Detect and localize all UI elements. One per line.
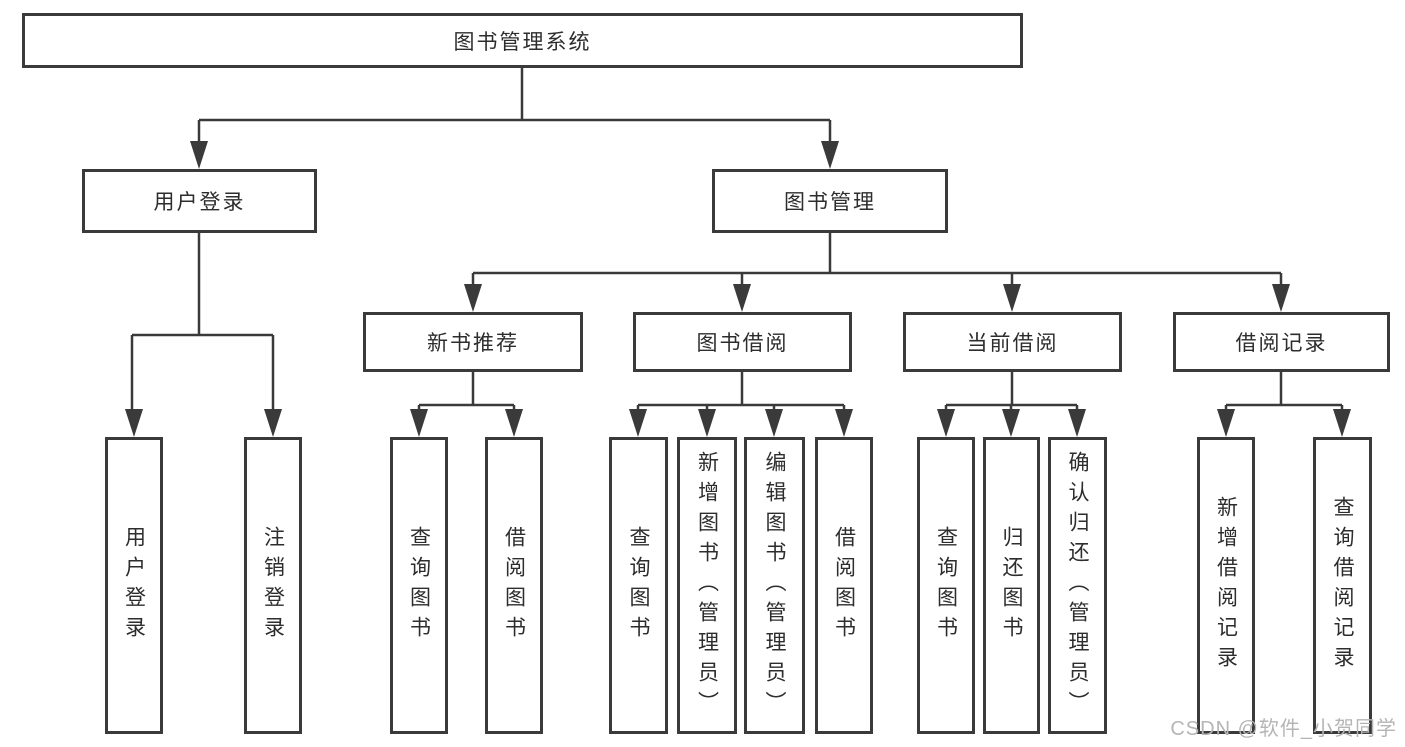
arrowhead <box>125 409 143 437</box>
arrowhead <box>1068 409 1086 437</box>
arrowhead <box>629 409 647 437</box>
leaf-query-books-current-label: 查询图书 <box>934 525 958 646</box>
arrowheads <box>125 141 1351 437</box>
leaf-logout-label: 注销登录 <box>261 525 285 646</box>
leaf-user-login-label: 用户登录 <box>122 525 146 646</box>
leaf-query-books-borrow-label: 查询图书 <box>627 525 650 646</box>
node-current-borrow-label: 当前借阅 <box>966 332 1059 355</box>
arrowhead <box>464 284 482 312</box>
node-root: 图书管理系统 <box>22 13 1023 68</box>
leaf-borrow-books-recommend-label: 借阅图书 <box>502 525 526 646</box>
leaf-add-borrow-record-label: 新增借阅记录 <box>1214 495 1238 676</box>
connector-newbookrec-to-leaves <box>417 372 516 414</box>
arrowhead <box>733 284 751 312</box>
arrowhead <box>821 141 839 169</box>
leaf-edit-book-admin: 编辑图书（管理员） <box>744 437 805 734</box>
watermark: CSDN @软件_小贺同学 <box>1170 718 1397 740</box>
arrowhead <box>190 141 208 169</box>
connector-borrowrecord-to-leaves <box>1224 372 1344 414</box>
connector-bookmgmt-to-level3 <box>471 233 1283 289</box>
arrowhead <box>505 409 523 437</box>
leaf-edit-book-admin-label: 编辑图书（管理员） <box>763 450 786 721</box>
arrowhead <box>835 409 853 437</box>
arrowhead <box>937 409 955 437</box>
arrowhead <box>1003 284 1021 312</box>
leaf-query-books-recommend-label: 查询图书 <box>407 525 431 646</box>
node-book-management-label: 图书管理 <box>784 191 876 214</box>
node-user-login-label: 用户登录 <box>153 191 246 214</box>
leaf-add-borrow-record: 新增借阅记录 <box>1197 437 1255 734</box>
node-borrow-records-label: 借阅记录 <box>1235 332 1328 355</box>
leaf-logout: 注销登录 <box>244 437 302 734</box>
leaf-query-books-recommend: 查询图书 <box>390 437 448 734</box>
leaf-query-books-borrow: 查询图书 <box>609 437 668 734</box>
arrowhead <box>765 409 783 437</box>
leaf-confirm-return-admin: 确认归还（管理员） <box>1048 437 1107 734</box>
arrowhead <box>698 409 716 437</box>
arrowhead <box>1333 409 1351 437</box>
leaf-query-borrow-record-label: 查询借阅记录 <box>1331 495 1354 676</box>
node-borrow-records: 借阅记录 <box>1173 312 1390 372</box>
leaf-borrow-books: 借阅图书 <box>815 437 873 734</box>
leaf-confirm-return-admin-label: 确认归还（管理员） <box>1066 450 1089 721</box>
leaf-query-borrow-record: 查询借阅记录 <box>1313 437 1372 734</box>
leaf-return-books-label: 归还图书 <box>1000 525 1023 646</box>
node-book-borrow-label: 图书借阅 <box>696 332 789 355</box>
leaf-user-login: 用户登录 <box>105 437 163 734</box>
arrowhead <box>1272 284 1290 312</box>
node-root-label: 图书管理系统 <box>453 30 592 54</box>
node-current-borrow: 当前借阅 <box>903 312 1122 372</box>
connector-root-to-level2 <box>197 68 832 146</box>
leaf-add-book-admin: 新增图书（管理员） <box>677 437 737 734</box>
arrowhead <box>1217 409 1235 437</box>
node-book-borrow: 图书借阅 <box>633 312 852 372</box>
connector-bookborrow-to-leaves <box>636 372 846 414</box>
arrowhead <box>264 409 282 437</box>
leaf-borrow-books-recommend: 借阅图书 <box>485 437 543 734</box>
leaf-add-book-admin-label: 新增图书（管理员） <box>695 450 719 721</box>
node-user-login: 用户登录 <box>82 169 317 233</box>
arrowhead <box>1002 409 1020 437</box>
arrowhead <box>410 409 428 437</box>
leaf-query-books-current: 查询图书 <box>917 437 975 734</box>
node-book-management: 图书管理 <box>712 169 948 233</box>
leaf-return-books: 归还图书 <box>983 437 1040 734</box>
connector-userlogin-to-leaves <box>130 233 275 414</box>
connector-currentborrow-to-leaves <box>944 372 1079 414</box>
node-new-book-recommend-label: 新书推荐 <box>427 332 519 355</box>
leaf-borrow-books-label: 借阅图书 <box>832 525 856 646</box>
node-new-book-recommend: 新书推荐 <box>363 312 583 372</box>
